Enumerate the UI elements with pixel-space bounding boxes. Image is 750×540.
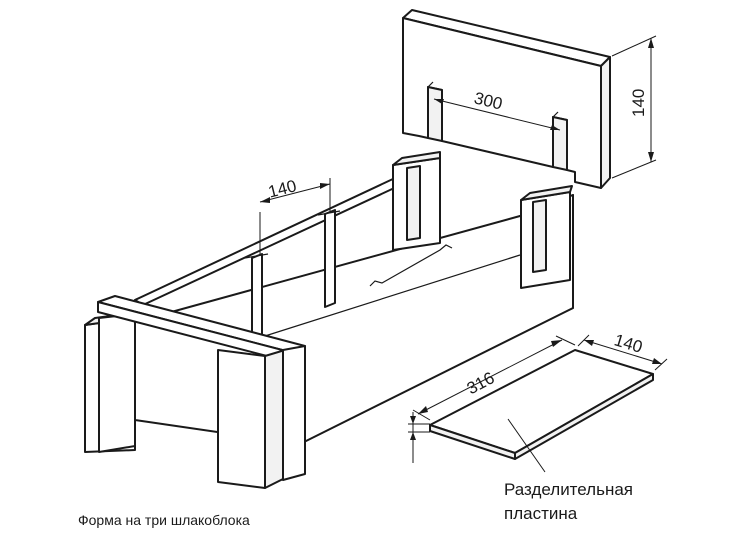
dimension-140-plate-label: 140 <box>612 330 645 356</box>
divider-1 <box>251 253 263 341</box>
plate-label-leader <box>507 418 546 473</box>
front-right-upright <box>217 349 266 489</box>
dimension-plate-thickness <box>408 412 430 463</box>
front-left-upright <box>98 313 136 453</box>
divider-1-tab <box>244 253 269 259</box>
front-right-post <box>282 345 306 481</box>
end-panel-slot-edge <box>552 111 559 118</box>
end-panel-side-face <box>600 56 611 189</box>
plate-label-line1: Разделительная <box>504 480 633 499</box>
inner-floor-edge <box>264 254 521 337</box>
end-post-top <box>520 185 573 201</box>
plate-side-edge <box>514 373 654 460</box>
separator-plate <box>429 349 654 460</box>
plate-label-line2: пластина <box>504 504 578 523</box>
divider-2 <box>324 209 336 308</box>
end-panel-right-slot <box>552 116 568 171</box>
figure-caption: Форма на три шлакоблока <box>78 512 250 528</box>
dimension-140-cell-label: 140 <box>266 176 298 201</box>
end-panel <box>402 9 611 189</box>
form-box <box>84 151 574 489</box>
end-panel-slot-edge <box>427 81 434 88</box>
back-post-side <box>392 151 441 166</box>
end-post-slot <box>532 199 547 273</box>
dimension-140-vertical-label: 140 <box>629 89 648 117</box>
divider-2-tab <box>317 210 341 216</box>
inner-floor-notches <box>369 244 453 287</box>
dimension-140-vertical: 140 <box>611 35 657 179</box>
end-panel-left-slot <box>427 86 443 142</box>
back-post-slot <box>406 165 421 241</box>
